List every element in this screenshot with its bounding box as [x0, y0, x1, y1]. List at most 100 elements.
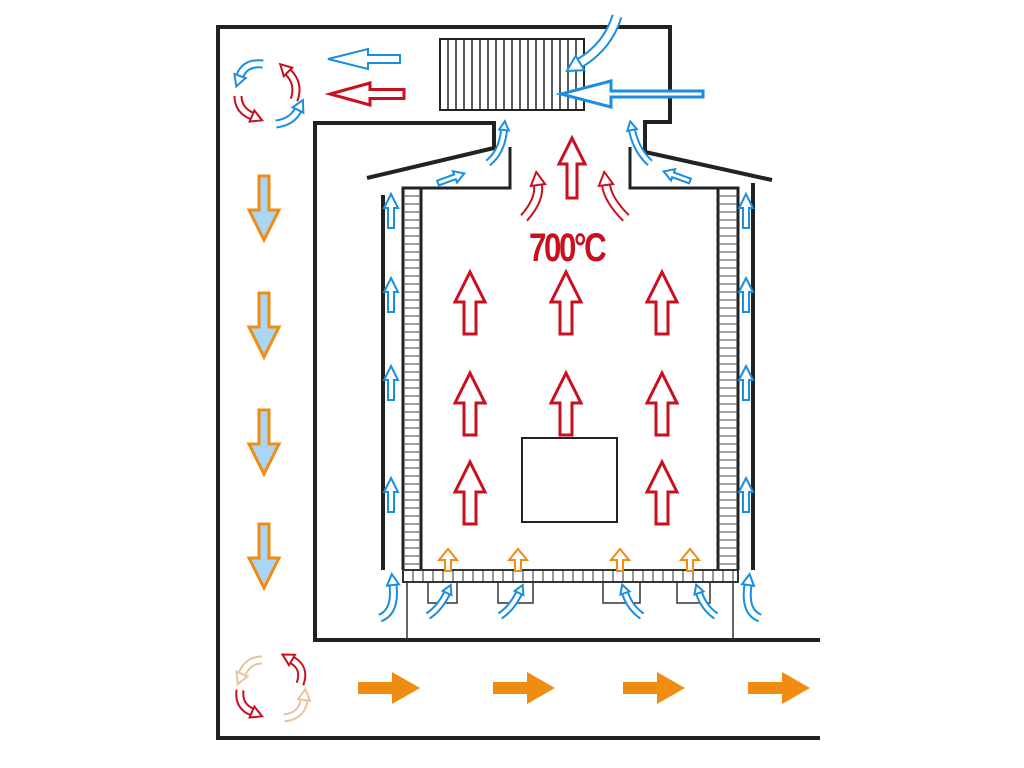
floor-grate — [402, 569, 739, 640]
hot-swirl-arrow-right — [597, 169, 630, 222]
exhaust-arrow — [748, 672, 810, 704]
curve-inner — [623, 592, 644, 618]
arrow-head — [296, 687, 312, 702]
hot-air-arrow — [644, 369, 680, 437]
inner-duct-wall — [313, 121, 820, 642]
fresh-air-curve-arrow — [565, 14, 623, 73]
arrow-head — [385, 571, 401, 587]
curve-inner — [578, 14, 621, 66]
arrow-head — [497, 119, 511, 132]
chamber-top-right — [628, 147, 740, 570]
arrow-head — [233, 72, 248, 89]
exhaust-arrow — [358, 672, 420, 704]
rising-air-arrow — [737, 475, 755, 513]
swirl-bottom-left — [233, 95, 265, 123]
curve-inner — [237, 689, 254, 715]
chamber-top-left — [401, 147, 512, 570]
roof-curve-arrow — [625, 119, 653, 166]
walls — [216, 25, 820, 740]
roof-air-arrow — [661, 167, 693, 185]
curve-inner — [275, 108, 301, 127]
curve-inner — [283, 699, 307, 721]
curve-inner — [290, 657, 305, 685]
heat-rise-arrow — [436, 547, 460, 572]
curve-inner — [744, 584, 762, 621]
arrow-head — [625, 119, 639, 133]
hot-air-arrow — [452, 458, 488, 526]
swirl-red-right — [280, 653, 307, 686]
heat-rise-arrow — [678, 547, 702, 572]
arrow-head — [619, 582, 632, 596]
grate-bar — [402, 569, 739, 583]
rising-air-arrow — [382, 475, 400, 513]
curve-inner — [603, 184, 629, 221]
burner-box — [676, 582, 711, 604]
burner-intake-arrow — [425, 583, 453, 620]
hot-air-arrow — [644, 268, 680, 336]
curve-inner — [426, 592, 449, 618]
descending-air-arrow — [246, 522, 282, 592]
descending-air-arrow — [246, 408, 282, 478]
arrow-head — [280, 653, 297, 668]
temperature-label: 700°C — [529, 226, 607, 270]
rising-air-arrow — [737, 275, 755, 313]
arrow-head — [597, 169, 615, 188]
curve-inner — [286, 70, 299, 101]
exhaust-arrow — [623, 672, 685, 704]
curve-inner — [486, 129, 506, 165]
airflow-arrows — [233, 14, 810, 723]
swirl-top-left — [233, 59, 264, 89]
roof-air-arrow — [435, 169, 467, 187]
rising-air-arrow — [382, 191, 400, 229]
swirl-faded-top — [235, 655, 263, 687]
burner-intake-arrow — [619, 582, 645, 620]
rising-air-arrow — [737, 191, 755, 229]
return-air-arrow-red — [324, 81, 406, 107]
arrow-head — [235, 670, 250, 687]
arrow-head — [248, 704, 265, 719]
curve-inner — [239, 657, 263, 676]
swirl-red-left — [235, 689, 265, 719]
burner-intake-arrow — [693, 582, 719, 620]
hot-air-arrow — [452, 268, 488, 336]
arrow-head — [565, 53, 587, 73]
swirl-top-right — [278, 62, 301, 102]
arrow-head — [512, 583, 525, 597]
bottom-intake-arrow — [740, 572, 762, 623]
roof-curve-arrow — [485, 119, 511, 167]
rising-air-arrow — [737, 363, 755, 401]
curve-inner — [630, 129, 652, 165]
heat-rise-arrow — [608, 547, 632, 572]
hot-air-arrow — [556, 134, 588, 200]
outer-casing — [216, 25, 820, 740]
arrow-head — [248, 108, 265, 123]
swirl-bottom-right — [275, 98, 305, 129]
rising-air-arrow — [382, 275, 400, 313]
hot-swirl-arrow-left — [520, 169, 547, 222]
descending-air-arrow — [246, 174, 282, 244]
hot-air-arrow — [644, 458, 680, 526]
curve-inner — [521, 184, 542, 220]
return-air-arrow-blue — [327, 47, 401, 71]
arrow-head — [529, 169, 547, 188]
heat-rise-arrow — [506, 547, 530, 572]
curve-inner — [498, 592, 521, 618]
burner-intake-arrow — [497, 583, 525, 620]
swirl-faded-bottom — [283, 687, 312, 723]
arrow-head — [693, 582, 706, 596]
arrow-head — [740, 572, 756, 588]
heat-exchanger-fins — [447, 39, 577, 110]
curve-inner — [378, 584, 396, 621]
load-box — [521, 437, 618, 523]
rising-air-arrow — [382, 363, 400, 401]
arrow-head — [278, 62, 295, 79]
hot-air-arrow — [452, 369, 488, 437]
descending-air-arrow — [246, 291, 282, 361]
curve-inner — [697, 592, 718, 618]
fresh-air-intake-arrow — [555, 79, 705, 109]
brick-lining — [403, 195, 738, 565]
burner-box — [602, 582, 641, 604]
bottom-intake-arrow — [378, 571, 401, 623]
